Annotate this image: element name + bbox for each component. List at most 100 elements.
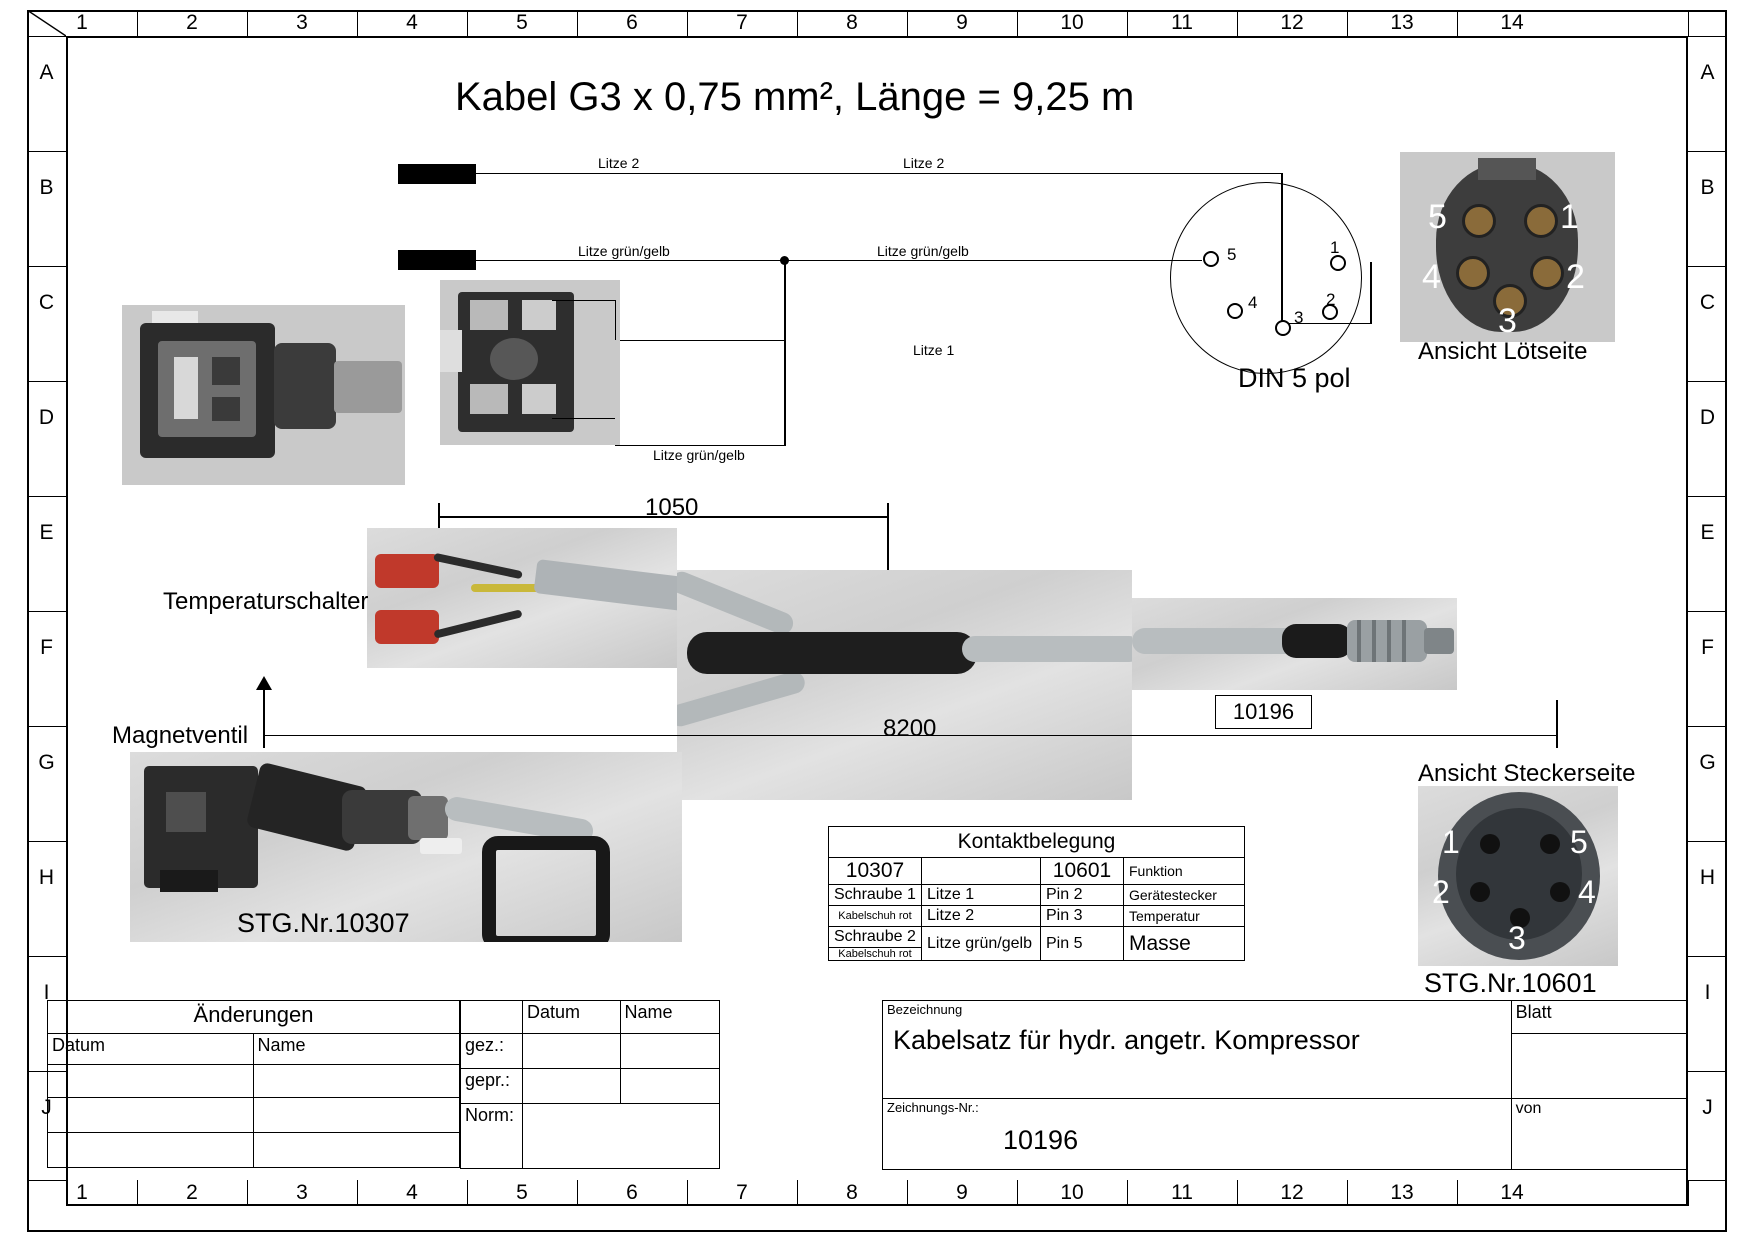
loetseite-pin-4: 4	[1422, 258, 1441, 296]
din-pin-label-1: 1	[1330, 238, 1340, 257]
changes-datum-cell-1[interactable]	[48, 1065, 253, 1097]
leader-arrow-magnetventil	[256, 676, 272, 690]
title-block-changes: Änderungen Datum Name	[47, 1000, 460, 1168]
gez-datum-cell[interactable]	[523, 1034, 619, 1068]
zone-bottom-13: 13	[1390, 1181, 1414, 1204]
zone-top-4: 4	[406, 11, 418, 34]
leader-line-valve-top	[552, 300, 615, 301]
wire-branch-vertical	[784, 260, 786, 446]
zone-right-D: D	[1699, 406, 1716, 429]
zone-left-H: H	[38, 866, 55, 889]
din-pin-3	[1275, 320, 1291, 336]
title-block-identification: Bezeichnung Kabelsatz für hydr. angetr. …	[882, 1000, 1688, 1170]
changes-title: Änderungen	[193, 1002, 314, 1027]
terminal-bar-gruengelb	[398, 250, 476, 270]
table-row: Schraube 1 Litze 1 Pin 2 Gerätestecker	[828, 884, 1245, 906]
label-magnetventil: Magnetventil	[112, 722, 249, 749]
title-block-row	[47, 1132, 460, 1168]
label-stg-10307: STG.Nr.10307	[237, 908, 410, 938]
photo-cable-right	[1132, 598, 1457, 690]
title-block-row	[883, 1033, 1688, 1099]
changes-datum-cell-2[interactable]	[48, 1098, 253, 1132]
label-norm: Norm:	[465, 1105, 514, 1125]
zone-bottom-10: 10	[1060, 1181, 1084, 1204]
gez-name-cell[interactable]	[621, 1034, 719, 1068]
title-block-row: Datum Name	[47, 1033, 460, 1065]
zone-right-G: G	[1699, 751, 1716, 774]
contact-r2-pin: Pin 3	[1040, 905, 1124, 927]
contact-r2-function: Temperatur	[1123, 905, 1245, 927]
label-blatt: Blatt	[1515, 1002, 1552, 1022]
din-pin-label-2: 2	[1326, 290, 1336, 309]
approvals-name-header: Name	[624, 1002, 673, 1022]
zone-bottom-11: 11	[1171, 1181, 1193, 1204]
zone-top-6: 6	[626, 11, 638, 34]
photo-connector-front	[122, 305, 405, 485]
contact-header-funktion: Funktion	[1123, 857, 1245, 885]
gepr-datum-cell[interactable]	[523, 1069, 619, 1103]
changes-name-cell-3[interactable]	[254, 1133, 460, 1167]
wire-junction-dot	[780, 256, 789, 265]
photo-magnetventil	[130, 752, 682, 942]
zone-bottom-7: 7	[736, 1181, 748, 1204]
zone-right-I: I	[1704, 981, 1711, 1004]
title-block-row: Bezeichnung Kabelsatz für hydr. angetr. …	[882, 1000, 1688, 1099]
caption-loetseite: Ansicht Lötseite	[1418, 338, 1588, 365]
table-row-title: Kontaktbelegung	[828, 826, 1245, 858]
title-block-row: Änderungen	[47, 1000, 460, 1034]
loetseite-pin-1: 1	[1560, 198, 1579, 236]
steckerseite-pin-2: 2	[1432, 874, 1450, 910]
leader-line-magnetventil	[263, 682, 265, 736]
changes-datum-cell-3[interactable]	[48, 1133, 253, 1167]
page-title: Kabel G3 x 0,75 mm², Länge = 9,25 m	[455, 75, 1135, 119]
contact-r2-wire: Litze 2	[921, 905, 1041, 927]
changes-name-cell-1[interactable]	[254, 1065, 460, 1097]
gepr-name-cell[interactable]	[621, 1069, 719, 1103]
contact-r2-left: Kabelschuh rot	[828, 905, 922, 927]
dim-line-1050	[438, 516, 888, 518]
zone-left-D: D	[38, 406, 55, 429]
contact-header-10307: 10307	[828, 857, 922, 885]
din-pin-5	[1203, 251, 1219, 267]
zone-left-B: B	[39, 176, 54, 199]
title-block-row	[47, 1097, 460, 1133]
din-pin-1	[1330, 255, 1346, 271]
changes-name-header: Name	[257, 1035, 306, 1055]
changes-name-cell-2[interactable]	[254, 1098, 460, 1132]
dim-line-8200	[263, 735, 1558, 736]
contact-r3-function: Masse	[1123, 926, 1245, 961]
approvals-datum-header: Datum	[527, 1002, 581, 1022]
label-gepr: gepr.:	[465, 1070, 511, 1090]
zone-bottom-12: 12	[1280, 1181, 1304, 1204]
contact-r3-left: Schraube 2	[828, 926, 922, 948]
zone-right-H: H	[1699, 866, 1716, 889]
contact-r3-pin: Pin 5	[1040, 926, 1124, 961]
blatt-value-cell[interactable]	[1512, 1034, 1686, 1098]
contact-r1-wire: Litze 1	[921, 884, 1041, 906]
zone-top-10: 10	[1060, 11, 1084, 34]
zone-right-E: E	[1700, 521, 1715, 544]
zone-top-14: 14	[1500, 11, 1524, 34]
dim-tick-8200-right	[1556, 700, 1558, 748]
zone-right-B: B	[1700, 176, 1715, 199]
zone-right-J: J	[1702, 1096, 1713, 1119]
label-gruengelb-bottom: Litze grün/gelb	[653, 447, 745, 463]
label-litze1: Litze 1	[913, 342, 955, 358]
zone-bottom-14: 14	[1500, 1181, 1524, 1204]
title-block-approvals: Datum Name gez.: gepr.: Norm:	[459, 1000, 721, 1169]
steckerseite-pin-3: 3	[1508, 920, 1526, 956]
norm-value-cell[interactable]	[523, 1104, 719, 1168]
photo-cable-assembly	[677, 570, 1132, 800]
loetseite-pin-3: 3	[1498, 302, 1517, 340]
zone-bottom-2: 2	[186, 1181, 198, 1204]
table-row-header: 10307 10601 Funktion	[828, 857, 1245, 885]
zone-top-7: 7	[736, 11, 748, 34]
zone-left-C: C	[38, 291, 55, 314]
contact-table-title: Kontaktbelegung	[828, 826, 1245, 858]
title-block-row: Norm:	[459, 1103, 720, 1169]
din-pin-4	[1227, 303, 1243, 319]
label-zeichnungsnr: Zeichnungs-Nr.:	[887, 1100, 979, 1115]
steckerseite-pin-1: 1	[1442, 824, 1460, 860]
table-row: Schraube 2 Litze grün/gelb Pin 5 Masse	[828, 926, 1245, 961]
contact-r1-pin: Pin 2	[1040, 884, 1124, 906]
